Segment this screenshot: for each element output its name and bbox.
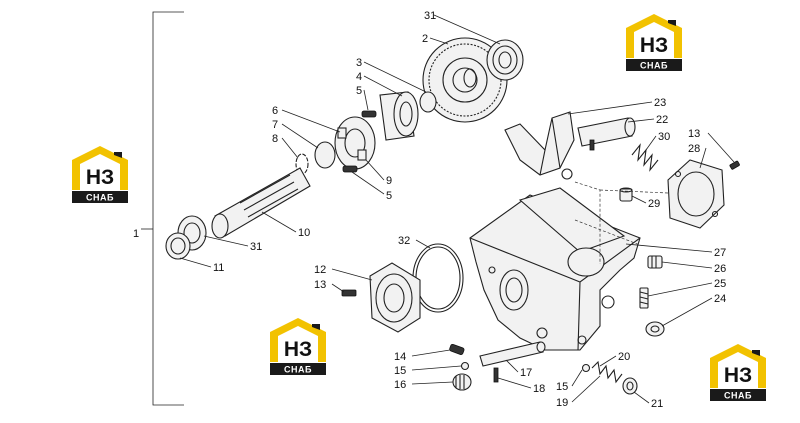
pin-18-part <box>493 367 499 383</box>
pin-5b-part <box>342 165 358 173</box>
logo-main-text: НЗ <box>640 34 668 57</box>
logo-sub-text: СНАБ <box>86 193 114 203</box>
callout-c20: 20 <box>618 351 630 363</box>
logo-left: НЗ СНАБ <box>72 146 128 203</box>
logo-sub-text: СНАБ <box>724 391 752 401</box>
callout-c18: 18 <box>533 383 545 395</box>
logo-sub-bar <box>710 389 766 401</box>
plug-21-part <box>622 377 638 395</box>
plug-26-part <box>647 255 663 269</box>
callout-c21: 21 <box>651 398 663 410</box>
callout-c4: 4 <box>356 71 362 83</box>
callout-c23: 23 <box>654 97 666 109</box>
callout-c29: 29 <box>648 198 660 210</box>
callout-c22: 22 <box>656 114 668 126</box>
rod-17-part <box>479 341 546 367</box>
cover-28-part <box>667 159 725 229</box>
pin-5a-part <box>361 110 377 118</box>
assembly-line-3 <box>574 219 641 246</box>
logo-bottom-right: НЗ СНАБ <box>710 344 766 401</box>
assembly-line-2 <box>599 189 669 194</box>
pin-14-part <box>449 343 465 355</box>
callout-c15a: 15 <box>394 365 406 377</box>
logo-house-icon <box>270 318 326 362</box>
logo-sub-text: СНАБ <box>640 61 668 71</box>
logo-main-text: НЗ <box>284 338 312 361</box>
logo-house-icon <box>626 14 682 58</box>
washer-24-inner <box>650 325 660 333</box>
callout-c32: 32 <box>398 235 410 247</box>
ball-15a-part <box>460 361 470 371</box>
spring-30-part <box>631 143 659 172</box>
callout-c13b: 13 <box>314 279 326 291</box>
spring-19-part <box>591 360 623 384</box>
watermark-logos: НЗ СНАБ НЗ СНАБ НЗ СНАБ НЗ СНАБ <box>72 14 766 401</box>
washer-24-part <box>645 321 665 337</box>
callout-c30: 30 <box>658 131 670 143</box>
leader-lines <box>179 14 735 404</box>
callout-c6: 6 <box>272 105 278 117</box>
callout-c7: 7 <box>272 119 278 131</box>
coupler-part <box>334 116 376 170</box>
callout-c27: 27 <box>714 247 726 259</box>
callout-c13a: 13 <box>688 128 700 140</box>
bolt-25-part <box>639 287 649 309</box>
logo-house-icon <box>72 146 128 190</box>
logo-sub-text: СНАБ <box>284 365 312 375</box>
logo-top-right: НЗ СНАБ <box>626 14 682 71</box>
callout-c25: 25 <box>714 278 726 290</box>
assembly-bracket <box>152 11 184 406</box>
callout-c11: 11 <box>213 262 224 274</box>
callout-c26: 26 <box>714 263 726 275</box>
callout-c16: 16 <box>394 379 406 391</box>
logo-sub-bar <box>270 363 326 375</box>
callout-c17: 17 <box>520 367 532 379</box>
callout-c15b: 15 <box>556 381 568 393</box>
ball-15b-part <box>581 363 591 373</box>
ring-11-part <box>165 232 191 260</box>
logo-main-text: НЗ <box>86 166 114 189</box>
ring-11-inner <box>170 237 186 255</box>
callout-c10: 10 <box>298 227 310 239</box>
callout-c5a: 5 <box>356 85 362 97</box>
screw-13b-part <box>341 289 357 297</box>
callout-c31b: 31 <box>250 241 262 253</box>
callout-c31a: 31 <box>424 10 436 22</box>
flange-12-part <box>369 262 421 333</box>
shift-fork-part <box>504 111 575 180</box>
plug-16-part <box>452 373 472 391</box>
screw-13a-part <box>729 160 740 170</box>
washer-3-part <box>419 91 437 113</box>
hub-part <box>379 91 419 141</box>
callout-c28: 28 <box>688 143 700 155</box>
seal-ring-32-inner <box>415 246 461 310</box>
callout-c1: 1 <box>133 228 139 240</box>
logo-main-text: НЗ <box>724 364 752 387</box>
fork-shaft-part <box>577 117 636 151</box>
plug-29-part <box>619 187 633 202</box>
gear-part <box>422 37 508 123</box>
bearing-top-part <box>486 39 524 81</box>
logo-house-icon <box>710 344 766 388</box>
ring-7-part <box>314 141 336 169</box>
callout-c8: 8 <box>272 133 278 145</box>
callout-c3: 3 <box>356 57 362 69</box>
callout-c24: 24 <box>714 293 726 305</box>
logo-sub-bar <box>72 191 128 203</box>
callout-c2: 2 <box>422 33 428 45</box>
logo-bottom-center: НЗ СНАБ <box>270 318 326 375</box>
callout-c5b: 5 <box>386 190 392 202</box>
callout-c14: 14 <box>394 351 406 363</box>
logo-sub-bar <box>626 59 682 71</box>
callout-c9: 9 <box>386 175 392 187</box>
callout-c12: 12 <box>314 264 326 276</box>
gearbox-housing-part <box>469 187 641 351</box>
callout-c19: 19 <box>556 397 568 409</box>
shaft-part <box>211 167 311 239</box>
